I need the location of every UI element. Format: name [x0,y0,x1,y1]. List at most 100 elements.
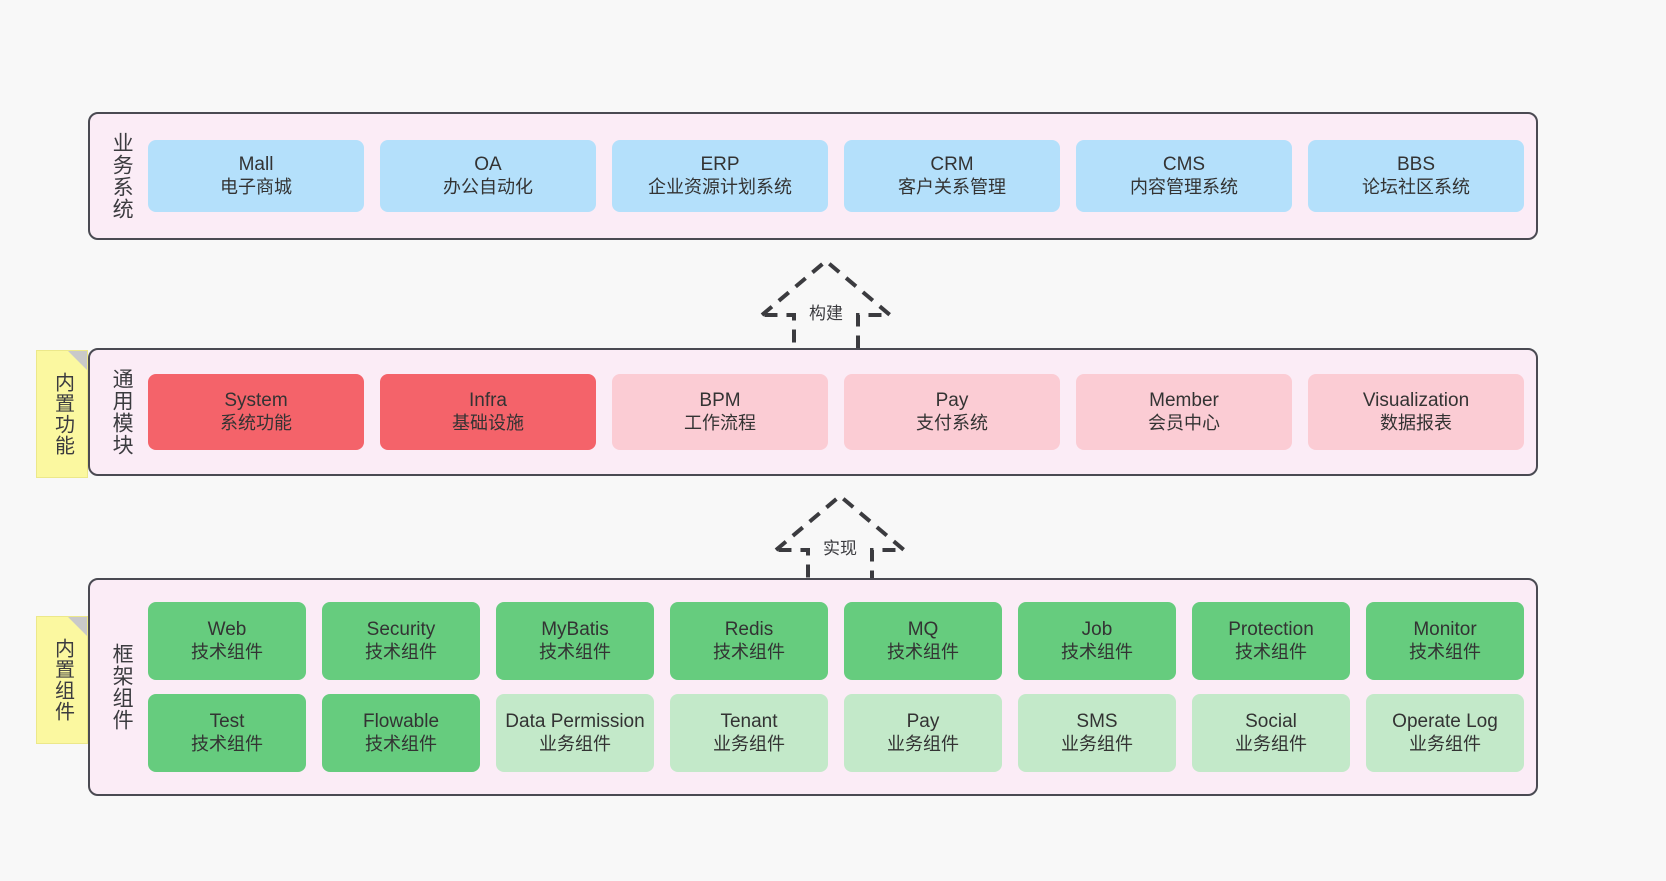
tile-subtitle: 会员中心 [1148,412,1220,433]
tile-title: Protection [1228,619,1314,641]
tile-subtitle: 基础设施 [452,412,524,433]
note-builtin-features: 内置功能 [36,350,88,478]
tile-title: SMS [1076,711,1118,733]
layer-title-framework: 框架组件 [110,643,134,731]
tile-subtitle: 内容管理系统 [1130,176,1238,197]
tile-subtitle: 数据报表 [1380,412,1452,433]
tile-subtitle: 业务组件 [539,733,611,754]
tile-title: Member [1149,390,1219,412]
tile-title: CRM [930,154,974,176]
layer-title-common: 通用模块 [110,368,134,456]
layer-body-business: Mall 电子商城 OA 办公自动化 ERP 企业资源计划系统 CRM 客户关系… [140,124,1524,228]
tile-visualization[interactable]: Visualization 数据报表 [1308,374,1524,450]
tile-social[interactable]: Social 业务组件 [1192,694,1350,772]
tile-job[interactable]: Job 技术组件 [1018,602,1176,680]
tile-subtitle: 技术组件 [539,641,611,662]
tile-mall[interactable]: Mall 电子商城 [148,140,364,212]
tile-title: BPM [699,390,741,412]
tile-sms[interactable]: SMS 业务组件 [1018,694,1176,772]
tile-title: Monitor [1413,619,1477,641]
tile-title: Job [1081,619,1113,641]
tile-subtitle: 业务组件 [887,733,959,754]
note-label: 内置功能 [51,372,74,456]
tile-title: MyBatis [541,619,609,641]
tile-subtitle: 系统功能 [220,412,292,433]
tile-mq[interactable]: MQ 技术组件 [844,602,1002,680]
tile-subtitle: 技术组件 [365,641,437,662]
layer-business-system: 业务系统 Mall 电子商城 OA 办公自动化 ERP 企业资源计划系统 CRM… [88,112,1538,240]
tile-title: System [224,390,288,412]
tile-cms[interactable]: CMS 内容管理系统 [1076,140,1292,212]
tile-title: Pay [906,711,940,733]
connector-build-label: 构建 [809,304,843,323]
tile-bpm[interactable]: BPM 工作流程 [612,374,828,450]
tile-title: MQ [907,619,939,641]
note-label: 内置组件 [51,638,74,722]
tile-subtitle: 支付系统 [916,412,988,433]
tile-row: Test 技术组件 Flowable 技术组件 Data Permission … [148,694,1524,772]
tile-data-permission[interactable]: Data Permission 业务组件 [496,694,654,772]
tile-row: Mall 电子商城 OA 办公自动化 ERP 企业资源计划系统 CRM 客户关系… [148,140,1524,212]
tile-infra[interactable]: Infra 基础设施 [380,374,596,450]
tile-bbs[interactable]: BBS 论坛社区系统 [1308,140,1524,212]
tile-system[interactable]: System 系统功能 [148,374,364,450]
layer-body-common: System 系统功能 Infra 基础设施 BPM 工作流程 Pay 支付系统… [140,360,1524,464]
tile-title: Security [366,619,436,641]
tile-mybatis[interactable]: MyBatis 技术组件 [496,602,654,680]
layer-framework-component: 框架组件 Web 技术组件 Security 技术组件 MyBatis 技术组件… [88,578,1538,796]
tile-subtitle: 企业资源计划系统 [648,176,792,197]
tile-title: BBS [1396,154,1436,176]
tile-subtitle: 技术组件 [1409,641,1481,662]
tile-row: Web 技术组件 Security 技术组件 MyBatis 技术组件 Redi… [148,602,1524,680]
tile-subtitle: 论坛社区系统 [1362,176,1470,197]
layer-common-module: 通用模块 System 系统功能 Infra 基础设施 BPM 工作流程 Pay… [88,348,1538,476]
tile-subtitle: 办公自动化 [443,176,533,197]
tile-title: Tenant [720,711,778,733]
tile-operate-log[interactable]: Operate Log 业务组件 [1366,694,1524,772]
tile-subtitle: 技术组件 [713,641,785,662]
tile-subtitle: 业务组件 [1409,733,1481,754]
dashed-generalization-arrow-icon [770,493,910,588]
connector-build-arrow: 构建 [746,255,906,353]
tile-title: Pay [935,390,969,412]
tile-pay-business[interactable]: Pay 业务组件 [844,694,1002,772]
tile-subtitle: 工作流程 [684,412,756,433]
tile-subtitle: 电子商城 [220,176,292,197]
tile-security[interactable]: Security 技术组件 [322,602,480,680]
tile-title: ERP [700,154,740,176]
tile-title: Data Permission [505,711,645,733]
tile-title: Visualization [1362,390,1470,412]
layer-body-framework: Web 技术组件 Security 技术组件 MyBatis 技术组件 Redi… [140,590,1524,784]
tile-subtitle: 技术组件 [365,733,437,754]
tile-protection[interactable]: Protection 技术组件 [1192,602,1350,680]
tile-member[interactable]: Member 会员中心 [1076,374,1292,450]
tile-monitor[interactable]: Monitor 技术组件 [1366,602,1524,680]
tile-web[interactable]: Web 技术组件 [148,602,306,680]
tile-title: Test [209,711,245,733]
tile-title: Infra [468,390,508,412]
tile-erp[interactable]: ERP 企业资源计划系统 [612,140,828,212]
note-builtin-components: 内置组件 [36,616,88,744]
tile-test[interactable]: Test 技术组件 [148,694,306,772]
tile-pay[interactable]: Pay 支付系统 [844,374,1060,450]
tile-title: Operate Log [1392,711,1498,733]
tile-title: CMS [1162,154,1206,176]
tile-subtitle: 业务组件 [713,733,785,754]
tile-subtitle: 业务组件 [1061,733,1133,754]
tile-subtitle: 业务组件 [1235,733,1307,754]
tile-title: Web [207,619,247,641]
tile-flowable[interactable]: Flowable 技术组件 [322,694,480,772]
tile-title: Social [1245,711,1297,733]
tile-title: Redis [724,619,774,641]
tile-title: OA [474,154,502,176]
tile-subtitle: 技术组件 [1061,641,1133,662]
tile-row: System 系统功能 Infra 基础设施 BPM 工作流程 Pay 支付系统… [148,374,1524,450]
tile-title: Mall [238,154,274,176]
tile-redis[interactable]: Redis 技术组件 [670,602,828,680]
tile-crm[interactable]: CRM 客户关系管理 [844,140,1060,212]
tile-oa[interactable]: OA 办公自动化 [380,140,596,212]
tile-tenant[interactable]: Tenant 业务组件 [670,694,828,772]
layer-title-business: 业务系统 [110,132,134,220]
tile-subtitle: 技术组件 [191,641,263,662]
